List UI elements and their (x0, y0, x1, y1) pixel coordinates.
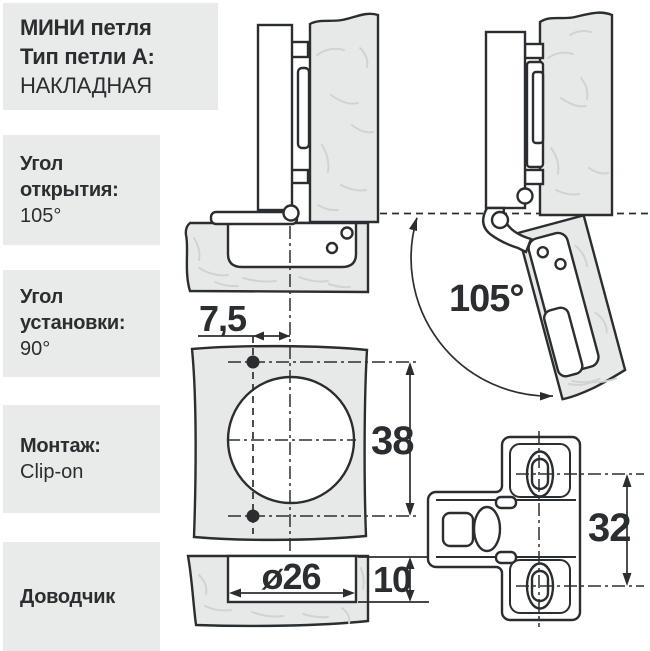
flange-screw-hole (536, 246, 550, 259)
dim-cup-depth: 10 (358, 556, 429, 603)
dim-hole-spacing-text: 38 (371, 419, 414, 463)
spec-opening-angle: Угол открытия: 105° (3, 135, 160, 245)
spec-mount-type: Монтаж: Clip-on (3, 405, 160, 513)
dim-cup-depth-text: 10 (373, 559, 411, 600)
dim-opening-angle-text: 105° (449, 278, 524, 320)
spec-mount-type-label: Монтаж: (20, 434, 101, 457)
dim-cup-diameter: ø26 (229, 556, 355, 598)
closed-hinge-side-view (184, 12, 380, 294)
open-door-group (516, 213, 627, 401)
spec-mounting-angle-value: 90° (20, 338, 51, 360)
open-hinge-view: 105° (409, 11, 627, 401)
plate-cam (472, 505, 502, 553)
dim-cup-diameter-text: ø26 (261, 556, 320, 597)
pivot-lower (490, 210, 510, 230)
dim-hole-spacing: 38 (371, 362, 415, 516)
cabinet-panel (308, 12, 380, 224)
clip-tab-bottom (494, 550, 518, 565)
dim-cup-offset: 7,5 (198, 298, 290, 341)
spec-opening-angle-value: 105° (20, 204, 62, 227)
cup-body-open (542, 306, 584, 378)
mounting-plate-top-view: 32 (426, 431, 644, 627)
dim-opening-angle: 105° (409, 217, 554, 401)
flange-screw-hole (554, 257, 567, 271)
dim-plate-hole-spacing: 32 (588, 474, 632, 586)
cabinet-panel-open (538, 11, 614, 217)
dim-cup-offset-text: 7,5 (199, 298, 247, 339)
cabinet-panel-open-grain (547, 30, 609, 196)
hinge-arm-open (484, 30, 527, 210)
product-title-line-3: НАКЛАДНАЯ (20, 73, 152, 98)
mounting-plate-open (523, 42, 545, 186)
spec-mounting-angle: Угол установки: 90° (3, 270, 160, 377)
clip-tab-top (494, 495, 518, 510)
hinge-arm (256, 23, 294, 212)
hinge-cup (226, 221, 358, 269)
product-title-line-1: МИНИ петля (20, 15, 152, 40)
cabinet-panel-grain (316, 47, 374, 212)
spec-mount-type-value: Clip-on (20, 460, 84, 483)
cup-bore-section-view: ø26 10 (186, 554, 429, 628)
dim-plate-hole-spacing-text: 32 (588, 506, 631, 550)
product-title-box: МИНИ петля Тип петли А: НАКЛАДНАЯ (3, 3, 218, 110)
product-title-line-2: Тип петли А: (20, 44, 155, 69)
drilling-pattern-view: 7,5 38 (190, 226, 420, 556)
spec-mounting-angle-label: Угол установки: (20, 286, 126, 334)
door-section-grain (198, 567, 365, 624)
cup-hole (325, 241, 339, 255)
spec-soft-close-label: Доводчик (20, 585, 115, 608)
spec-opening-angle-label: Угол открытия: (20, 152, 119, 201)
hinge-pivot (282, 204, 300, 222)
door-panel-grain (193, 237, 351, 289)
cup-hole (340, 226, 354, 240)
spec-soft-close: Доводчик (3, 542, 160, 651)
plate-square-hole (441, 511, 475, 548)
cup-bore-slot (226, 554, 358, 604)
pivot-upper (516, 187, 534, 205)
